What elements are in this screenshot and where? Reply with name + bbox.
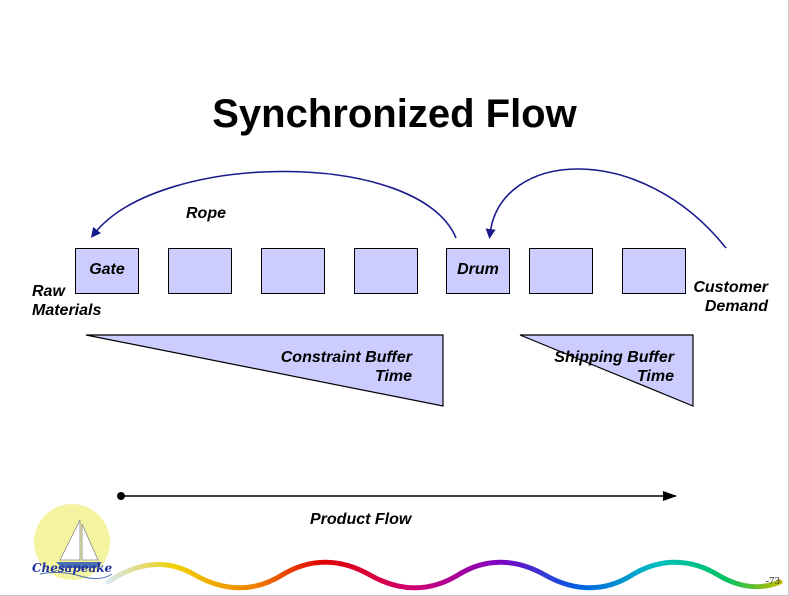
shipping-buffer-triangle bbox=[519, 334, 694, 407]
logo-text: Chesapeake bbox=[32, 561, 113, 575]
constraint-buffer-line2: Time bbox=[374, 368, 412, 385]
sailboat-logo-icon: Chesapeake bbox=[32, 504, 113, 580]
box-label: Drum bbox=[457, 261, 499, 278]
process-box bbox=[354, 248, 418, 294]
page-number: -73 bbox=[765, 575, 780, 587]
process-box-drum: Drum bbox=[446, 248, 510, 294]
box-label: Gate bbox=[89, 261, 125, 278]
customer-demand-label: Customer Demand bbox=[692, 278, 768, 316]
process-box bbox=[168, 248, 232, 294]
process-box bbox=[622, 248, 686, 294]
shipping-buffer-line1: Shipping Buffer bbox=[554, 349, 674, 366]
rope-label: Rope bbox=[186, 205, 226, 222]
raw-materials-label: Raw Materials bbox=[32, 282, 101, 320]
process-box bbox=[529, 248, 593, 294]
raw-materials-line2: Materials bbox=[32, 302, 102, 319]
shipping-buffer-line2: Time bbox=[636, 368, 674, 385]
rainbow-wave-icon bbox=[105, 559, 783, 591]
constraint-buffer-line1: Constraint Buffer bbox=[280, 349, 412, 366]
demand-arrow bbox=[485, 168, 727, 249]
raw-materials-line1: Raw bbox=[32, 283, 65, 300]
constraint-buffer-triangle bbox=[85, 334, 444, 407]
product-flow-label: Product Flow bbox=[310, 511, 412, 528]
constraint-buffer-label: Constraint Buffer Time bbox=[250, 348, 412, 386]
rope-arrow bbox=[90, 170, 457, 239]
slide-title: Synchronized Flow bbox=[212, 92, 577, 136]
shipping-buffer-label: Shipping Buffer Time bbox=[524, 348, 674, 386]
process-box-gate: Gate bbox=[75, 248, 139, 294]
customer-demand-line2: Demand bbox=[704, 298, 768, 315]
customer-demand-line1: Customer bbox=[693, 279, 768, 296]
process-box bbox=[261, 248, 325, 294]
